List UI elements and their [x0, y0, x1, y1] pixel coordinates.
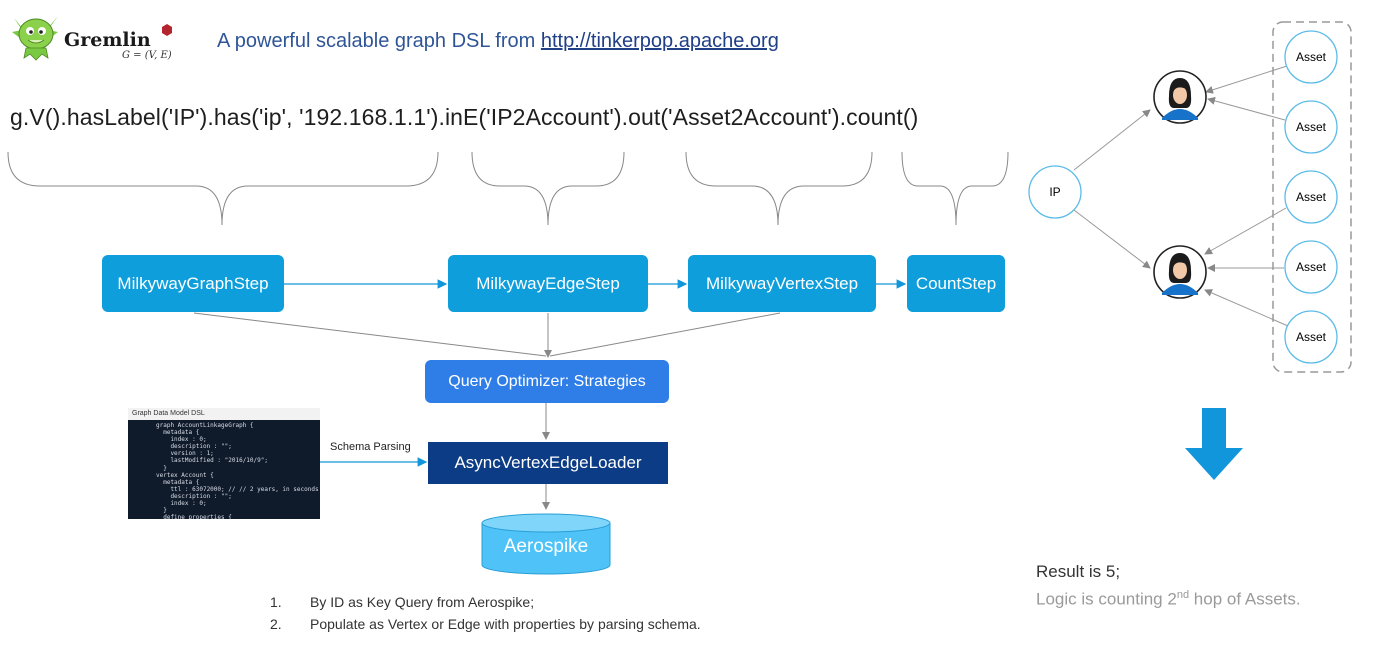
code-lines: graph AccountLinkageGraph { metadata { i…	[128, 420, 320, 519]
code-panel-title: Graph Data Model DSL	[128, 408, 320, 420]
asset-node-label: Asset	[1296, 120, 1327, 134]
code-line: graph AccountLinkageGraph {	[156, 422, 254, 429]
code-line: }	[156, 464, 167, 472]
code-line: description : "";	[156, 443, 232, 451]
asset-node-label: Asset	[1296, 190, 1327, 204]
asset-node-1: Asset	[1284, 30, 1338, 84]
ip-node: IP	[1028, 165, 1082, 219]
note-item: 1.By ID as Key Query from Aerospike;	[270, 594, 535, 610]
user-avatar-icon	[1162, 78, 1198, 120]
brace-vertex-step	[685, 151, 873, 226]
code-line: lastModified : "2016/10/9";	[156, 457, 268, 465]
asset-node-4: Asset	[1284, 240, 1338, 294]
asset-group-dashed-box	[1272, 21, 1352, 373]
code-line: define properties {	[156, 514, 232, 519]
user-avatar-icon	[1162, 253, 1198, 295]
brace-graph-step	[7, 151, 439, 226]
asset-node-2: Asset	[1284, 100, 1338, 154]
schema-parsing-label: Schema Parsing	[330, 441, 411, 453]
result-text: Result is 5;	[1036, 562, 1121, 581]
down-arrow-icon	[1185, 408, 1243, 480]
asset-node-5: Asset	[1284, 310, 1338, 364]
gremlin-logo-icon	[12, 16, 172, 61]
logo-subtitle: G = (V, E)	[122, 50, 172, 61]
query-optimizer: Query Optimizer: Strategies	[425, 360, 669, 403]
code-line: description : "";	[156, 492, 232, 500]
tinkerpop-link[interactable]: http://tinkerpop.apache.org	[540, 30, 779, 52]
brace-edge-step	[471, 151, 625, 226]
code-line: ttl : 63072000; // // 2 years, in second…	[156, 485, 319, 493]
aerospike-label: Aerospike	[503, 536, 589, 557]
code-line: version : 1;	[156, 450, 214, 458]
asset-node-3: Asset	[1284, 170, 1338, 224]
note-item: 2.Populate as Vertex or Edge with proper…	[270, 616, 701, 632]
line-graph-to-optimizer	[193, 312, 547, 357]
code-line: }	[156, 507, 167, 515]
notes-list: 1.By ID as Key Query from Aerospike; 2.P…	[270, 594, 701, 638]
line-vertex-to-optimizer	[549, 312, 781, 357]
code-line: vertex Account {	[156, 471, 214, 479]
asset-node-label: Asset	[1296, 50, 1327, 64]
account-node-1	[1153, 70, 1207, 124]
tagline: A powerful scalable graph DSL from http:…	[217, 30, 779, 53]
account-node-2	[1153, 245, 1207, 299]
schema-code-panel: Graph Data Model DSL graph AccountLinkag…	[128, 408, 320, 519]
code-line: index : 0;	[156, 436, 207, 444]
milkyway-graph-step: MilkywayGraphStep	[102, 255, 284, 312]
brace-count-step	[901, 151, 1009, 226]
asset-node-label: Asset	[1296, 330, 1327, 344]
count-step: CountStep	[907, 255, 1005, 312]
aerospike-cylinder-shape	[481, 513, 611, 575]
gremlin-query: g.V().hasLabel('IP').has('ip', '192.168.…	[10, 104, 919, 130]
logo-name: Gremlin	[64, 29, 151, 51]
tagline-prefix: A powerful scalable graph DSL from	[217, 30, 541, 52]
asset-node-label: Asset	[1296, 260, 1327, 274]
graph-edges	[1073, 65, 1289, 327]
ip-node-label: IP	[1049, 185, 1060, 199]
code-line: metadata {	[156, 429, 200, 437]
code-line: metadata {	[156, 478, 200, 486]
milkyway-vertex-step: MilkywayVertexStep	[688, 255, 876, 312]
result-logic-text: Logic is counting 2nd hop of Assets.	[1036, 589, 1301, 609]
milkyway-edge-step: MilkywayEdgeStep	[448, 255, 648, 312]
async-vertex-edge-loader: AsyncVertexEdgeLoader	[428, 442, 668, 484]
code-line: index : 0;	[156, 500, 207, 508]
